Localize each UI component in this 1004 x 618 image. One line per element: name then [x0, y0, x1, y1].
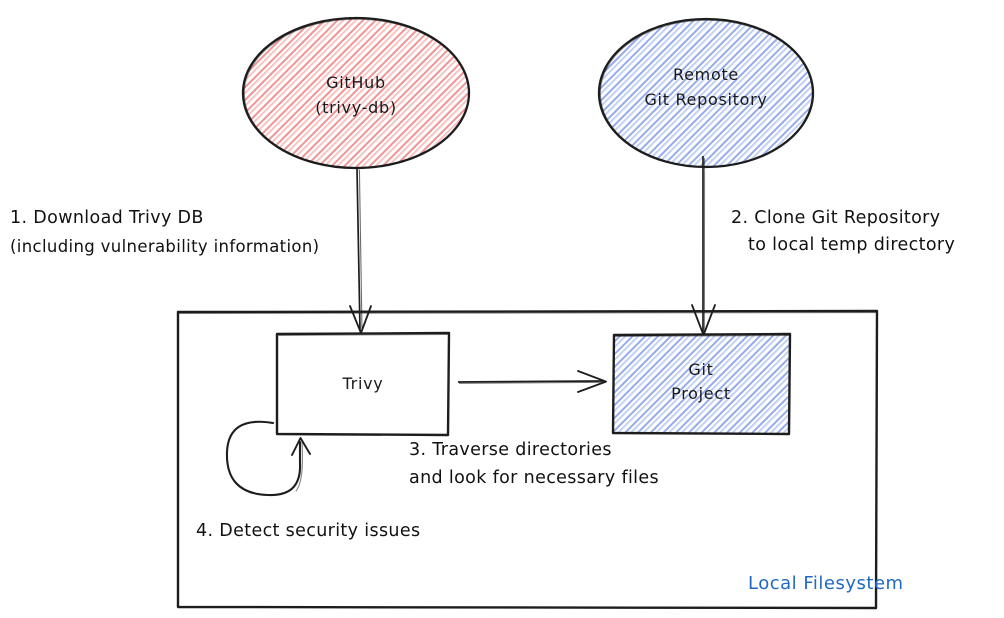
arrow-remote-repo-to-git-project [691, 156, 716, 336]
annotation-step-1: 1. Download Trivy DB (including vulnerab… [10, 208, 319, 256]
annotation-step-4: 4. Detect security issues [196, 521, 420, 541]
node-git-project-label-line-1: Git [688, 360, 713, 379]
local-filesystem-container [176, 309, 879, 610]
node-remote-git-repository-label-line-2: Git Repository [644, 90, 767, 109]
annotation-step-2-line-2: to local temp directory [748, 235, 955, 255]
node-git-project-label-line-2: Project [671, 384, 731, 403]
node-trivy: Trivy [275, 331, 451, 437]
arrow-trivy-self-loop [225, 420, 311, 497]
node-remote-git-repository: Remote Git Repository [597, 17, 815, 169]
annotation-step-4-line-1: 4. Detect security issues [196, 521, 420, 541]
node-github-label-line-1: GitHub [326, 73, 386, 92]
node-remote-git-repository-label-line-1: Remote [673, 65, 739, 84]
local-filesystem-label: Local Filesystem [748, 573, 904, 594]
arrow-github-to-trivy [349, 168, 372, 334]
node-github-label-line-2: (trivy-db) [315, 98, 397, 117]
annotation-step-1-line-2: (including vulnerability information) [10, 237, 319, 256]
annotation-step-3: 3. Traverse directories and look for nec… [409, 440, 659, 488]
annotation-step-1-line-1: 1. Download Trivy DB [10, 208, 204, 228]
annotation-step-2: 2. Clone Git Repository to local temp di… [731, 208, 955, 255]
arrow-trivy-to-git-project [457, 370, 607, 393]
annotation-step-2-line-1: 2. Clone Git Repository [731, 208, 940, 228]
node-git-project: Git Project [611, 332, 792, 436]
node-trivy-label: Trivy [342, 374, 384, 393]
annotation-step-3-line-2: and look for necessary files [409, 468, 659, 488]
annotation-step-3-line-1: 3. Traverse directories [409, 440, 612, 460]
node-github: GitHub (trivy-db) [241, 16, 471, 170]
